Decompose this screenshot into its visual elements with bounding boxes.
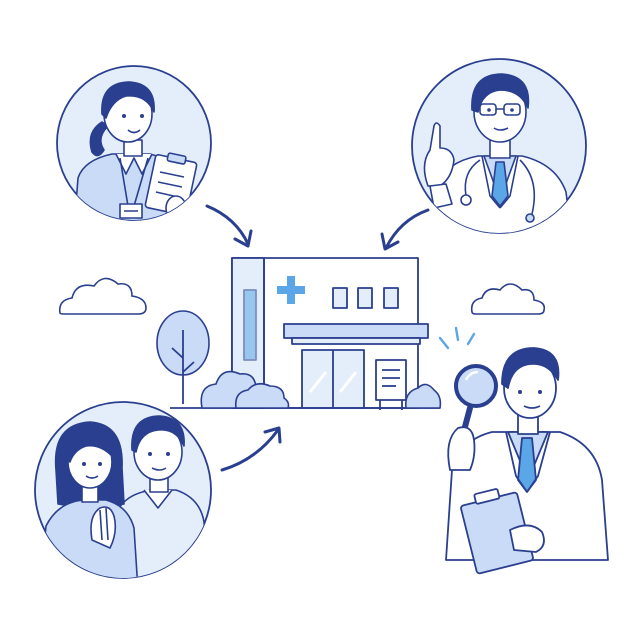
clinic-building-icon <box>170 257 440 410</box>
medical-cross-icon <box>277 276 305 304</box>
curved-arrow-icon <box>205 204 253 248</box>
stethoscope-icon <box>460 159 536 223</box>
cloud-icon <box>58 277 147 315</box>
cloud-icon <box>470 283 546 315</box>
inspector-doctor <box>438 326 609 575</box>
curved-arrow-icon <box>220 426 282 472</box>
tree-icon <box>156 310 210 404</box>
doctor-portrait <box>411 58 587 234</box>
bush-icon <box>200 370 442 409</box>
patients-couple-portrait <box>34 401 212 579</box>
receptionist-portrait <box>56 65 212 221</box>
curved-arrow-icon <box>380 208 430 251</box>
clipboard-icon <box>460 488 534 575</box>
